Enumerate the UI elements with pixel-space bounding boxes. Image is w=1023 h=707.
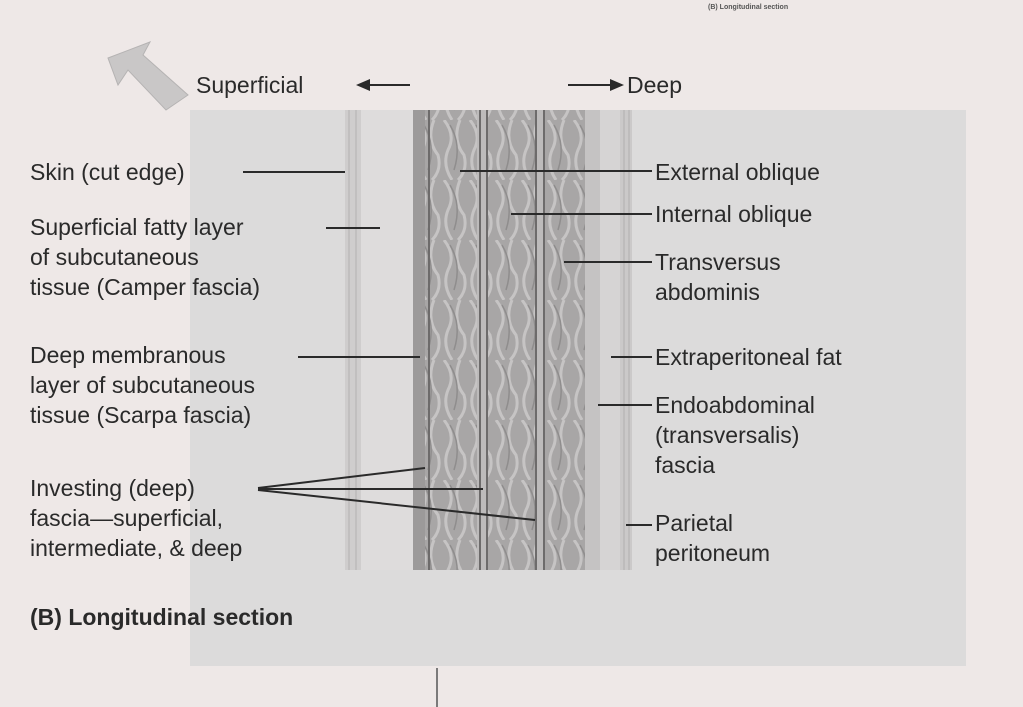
svg-text:Investing (deep): Investing (deep) (30, 475, 195, 501)
svg-text:Extraperitoneal fat: Extraperitoneal fat (655, 344, 842, 370)
svg-text:layer of subcutaneous: layer of subcutaneous (30, 372, 255, 398)
deep-label: Deep (627, 72, 682, 98)
svg-text:of subcutaneous: of subcutaneous (30, 244, 199, 270)
svg-text:tissue (Camper fascia): tissue (Camper fascia) (30, 274, 260, 300)
header-caption: (B) Longitudinal section (708, 4, 788, 11)
transversus-layer (545, 110, 585, 570)
label-parietal-peritoneum: Parietal peritoneum (626, 510, 770, 566)
superficial-label: Superficial (196, 72, 303, 98)
external-oblique-layer (425, 110, 477, 570)
svg-text:tissue (Scarpa fascia): tissue (Scarpa fascia) (30, 402, 251, 428)
parietal-peritoneum-layer (620, 110, 632, 570)
svg-text:Parietal: Parietal (655, 510, 733, 536)
svg-text:fascia—superficial,: fascia—superficial, (30, 505, 223, 531)
svg-text:(transversalis): (transversalis) (655, 422, 799, 448)
scarpa-fascia-layer (413, 110, 425, 570)
label-extraperitoneal-fat: Extraperitoneal fat (611, 344, 842, 370)
view-direction-arrow-icon (107, 41, 189, 111)
figure-caption: (B) Longitudinal section (30, 604, 293, 630)
svg-text:Skin (cut edge): Skin (cut edge) (30, 159, 185, 185)
svg-text:Deep membranous: Deep membranous (30, 342, 226, 368)
label-internal-oblique: Internal oblique (511, 201, 812, 227)
camper-fascia-layer (361, 110, 413, 570)
svg-text:intermediate, & deep: intermediate, & deep (30, 535, 242, 561)
arrow-left-icon (356, 79, 410, 91)
svg-text:Internal oblique: Internal oblique (655, 201, 812, 227)
tissue-layers (345, 110, 632, 570)
label-endoabdominal-fascia: Endoabdominal (transversalis) fascia (598, 392, 815, 478)
label-camper-fascia: Superficial fatty layer of subcutaneous … (30, 214, 380, 300)
internal-oblique-layer (488, 110, 535, 570)
endoabdominal-fascia-layer (585, 110, 600, 570)
extraperitoneal-fat-layer (600, 110, 620, 570)
svg-text:peritoneum: peritoneum (655, 540, 770, 566)
svg-text:Transversus: Transversus (655, 249, 781, 275)
label-skin: Skin (cut edge) (30, 159, 345, 185)
svg-text:fascia: fascia (655, 452, 715, 478)
svg-text:External oblique: External oblique (655, 159, 820, 185)
label-investing-fascia: Investing (deep) fascia—superficial, int… (30, 467, 536, 561)
svg-text:Superficial fatty layer: Superficial fatty layer (30, 214, 244, 240)
label-scarpa-fascia: Deep membranous layer of subcutaneous ti… (30, 342, 420, 428)
svg-text:Endoabdominal: Endoabdominal (655, 392, 815, 418)
label-transversus: Transversus abdominis (564, 249, 781, 305)
svg-text:abdominis: abdominis (655, 279, 760, 305)
label-external-oblique: External oblique (460, 159, 820, 185)
arrow-right-icon (568, 79, 624, 91)
